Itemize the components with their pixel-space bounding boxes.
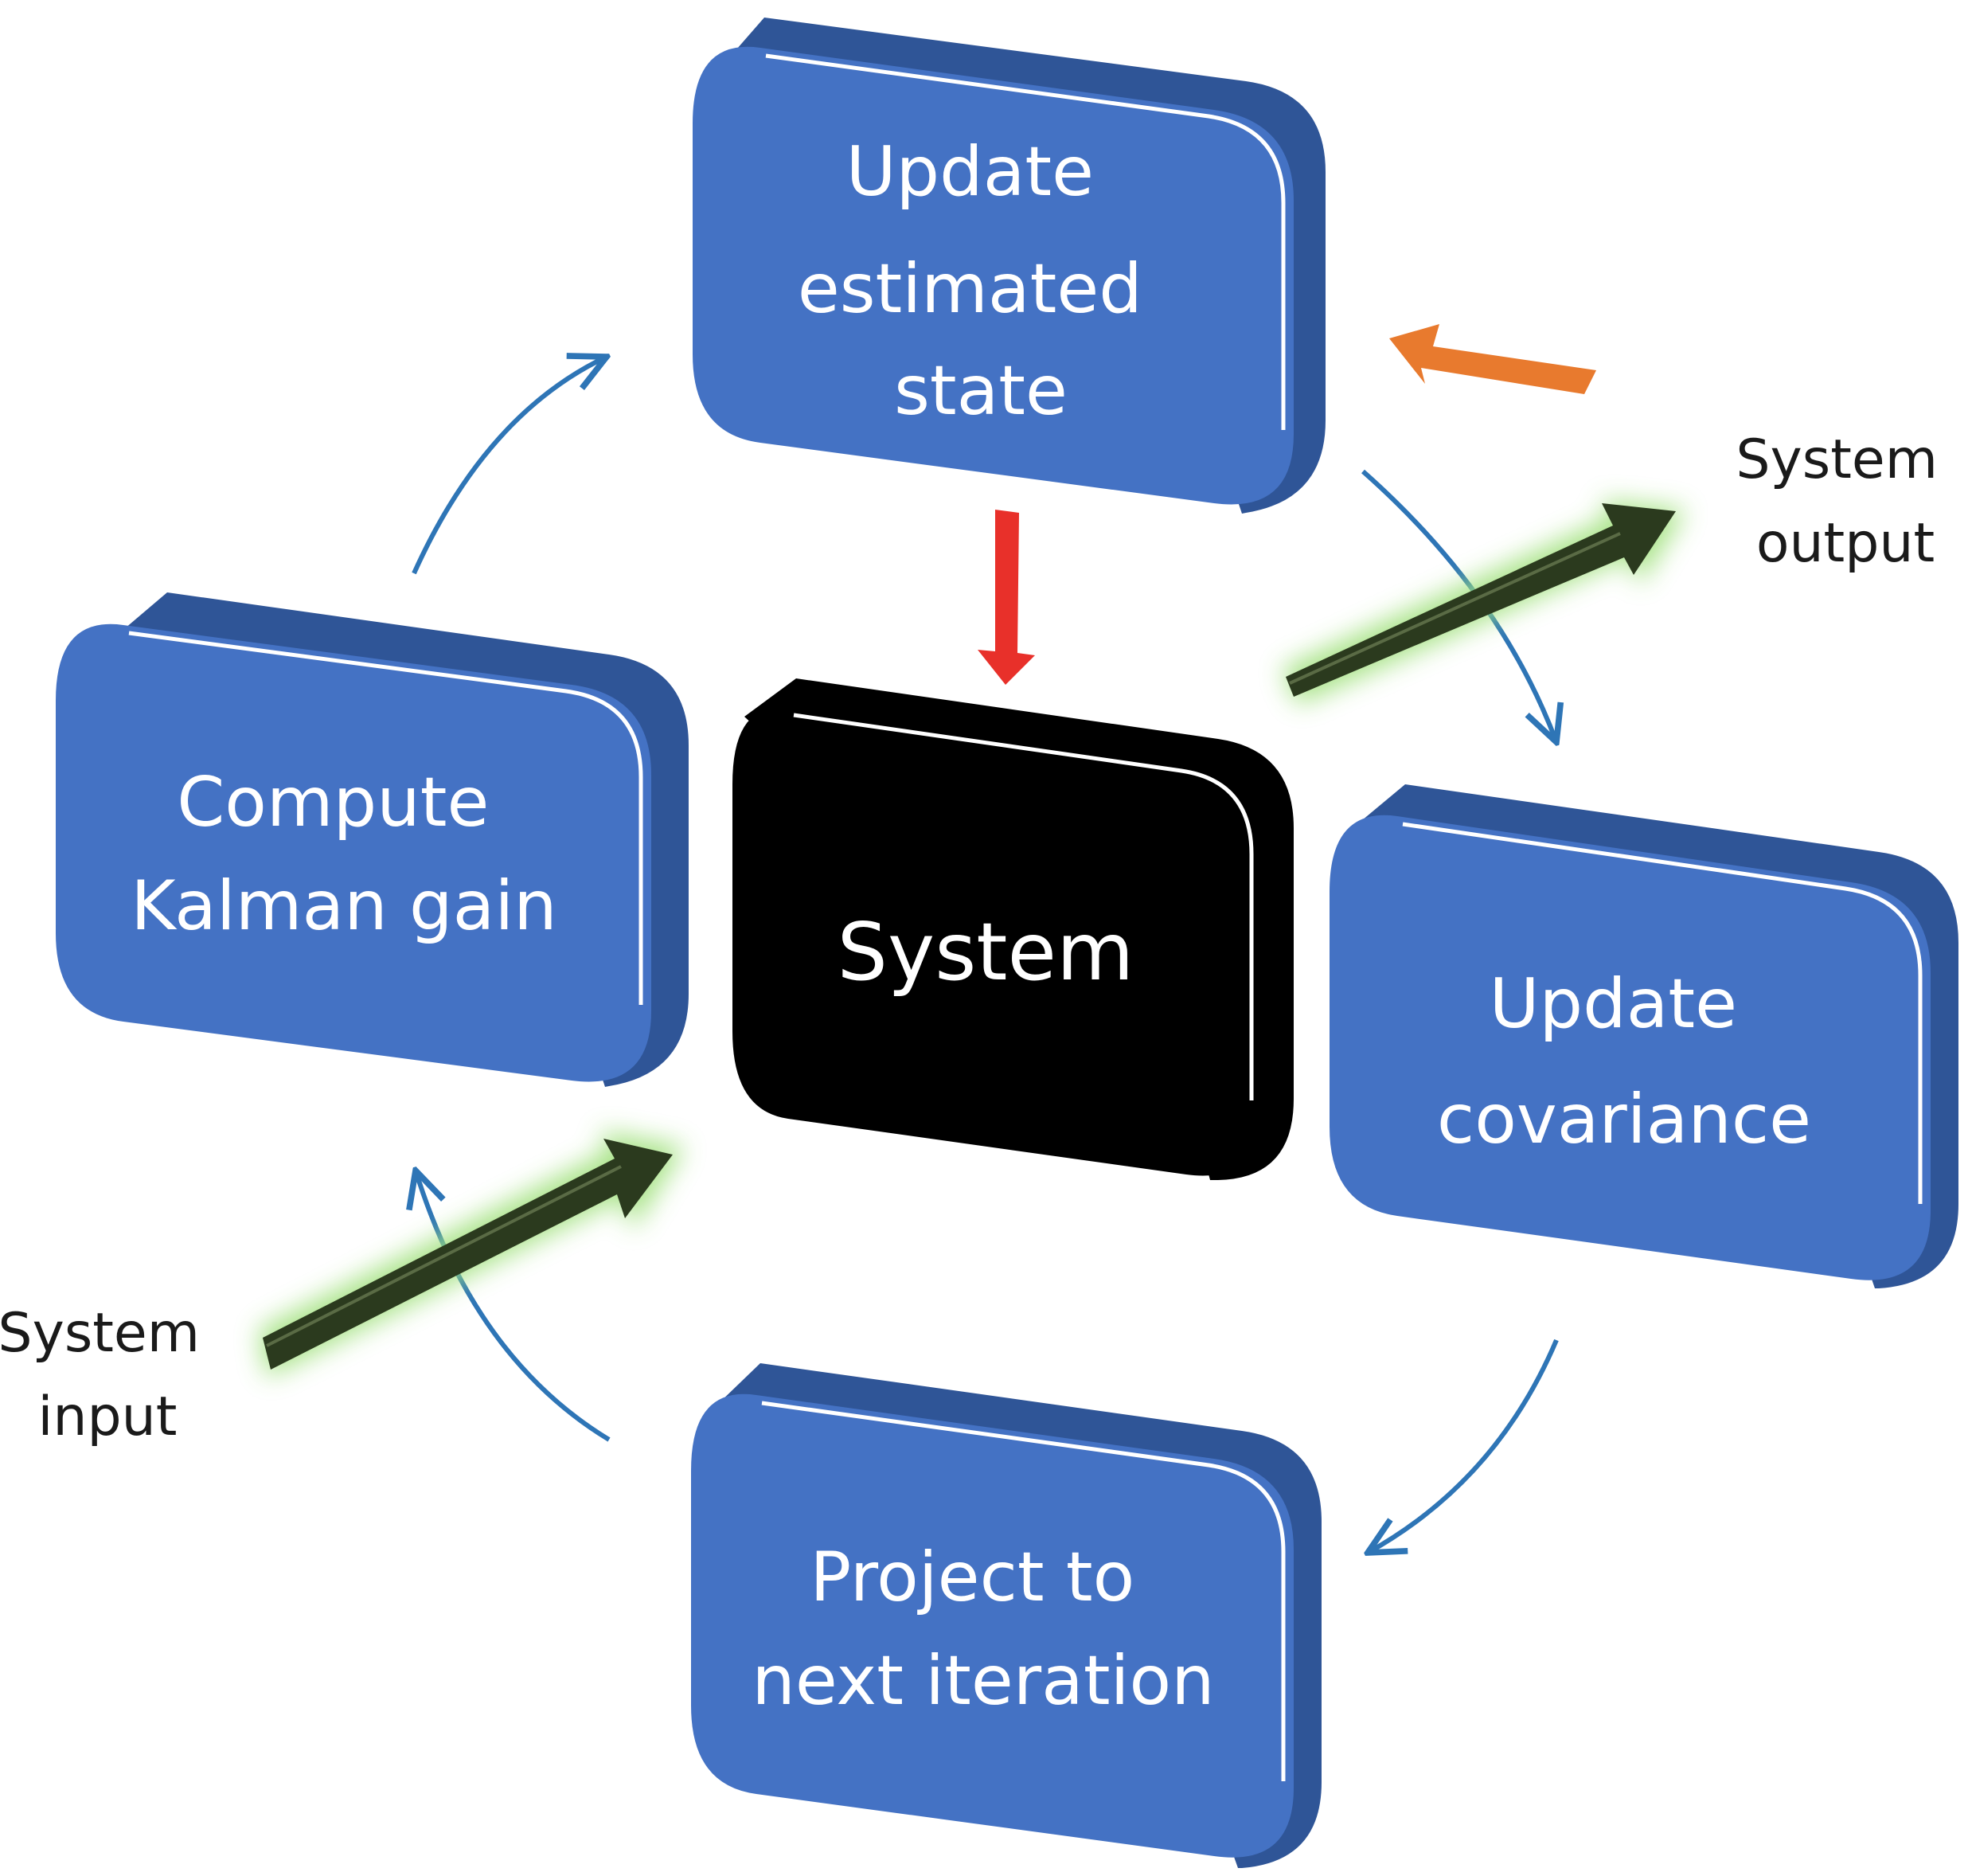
- box-label-line-1: Project to: [810, 1538, 1134, 1617]
- box-label: System: [838, 905, 1134, 999]
- box-label-line-2: covariance: [1437, 1080, 1811, 1159]
- system-input-label-line-1: System: [0, 1302, 200, 1365]
- system-output-label-line-2: output: [1756, 512, 1935, 575]
- box-label-line-2: Kalman gain: [131, 866, 556, 946]
- left-arrow-icon: [1389, 324, 1596, 394]
- box-face: [1330, 815, 1931, 1280]
- box-update-estimated-state: Update estimated state: [693, 18, 1326, 514]
- box-bevel: [793, 713, 1254, 1100]
- box-label: Project to next iteration: [752, 1538, 1214, 1721]
- system-output-label: System output: [1736, 428, 1954, 575]
- box-label: Update covariance: [1437, 964, 1811, 1159]
- box-label: Update estimated state: [798, 132, 1164, 431]
- glow-arrow-icon-system-input: [259, 1131, 685, 1378]
- box-label-line-1: Update: [846, 132, 1094, 212]
- box-label-line-2: next iteration: [752, 1641, 1214, 1721]
- box-bevel: [761, 1401, 1286, 1781]
- system-output-label-line-1: System: [1736, 428, 1938, 491]
- box-bevel: [128, 631, 643, 1005]
- system-input-label: System input: [0, 1302, 217, 1448]
- box-compute-kalman-gain: Compute Kalman gain: [56, 592, 689, 1087]
- box-bevel: [765, 53, 1286, 430]
- box-label-line-3: state: [894, 351, 1068, 431]
- box-update-covariance: Update covariance: [1330, 784, 1958, 1288]
- box-project-next-iteration: Project to next iteration: [691, 1363, 1322, 1868]
- box-label-line-1: Update: [1490, 964, 1737, 1044]
- box-label-line-1: System: [838, 905, 1134, 999]
- curved-arrow-icon-project-to-kalman: [416, 1171, 611, 1442]
- glow-arrow-icon-system-output: [1282, 500, 1686, 705]
- curved-arrow-icon-kalman-to-state: [412, 357, 607, 575]
- cycle-arrows: [414, 357, 1556, 1553]
- curved-arrow-icon-covariance-to-project: [1368, 1339, 1559, 1553]
- box-face: [56, 623, 651, 1082]
- box-label-line-2: estimated: [798, 249, 1142, 329]
- box-bevel: [1402, 822, 1923, 1204]
- box-system: System: [732, 678, 1294, 1180]
- box-face: [691, 1393, 1294, 1858]
- box-label-line-1: Compute: [177, 763, 489, 842]
- box-face: [693, 46, 1294, 505]
- system-input-label-line-2: input: [38, 1386, 178, 1448]
- down-arrow-icon: [978, 510, 1035, 685]
- box-label: Compute Kalman gain: [131, 763, 556, 946]
- box-face: [732, 708, 1262, 1176]
